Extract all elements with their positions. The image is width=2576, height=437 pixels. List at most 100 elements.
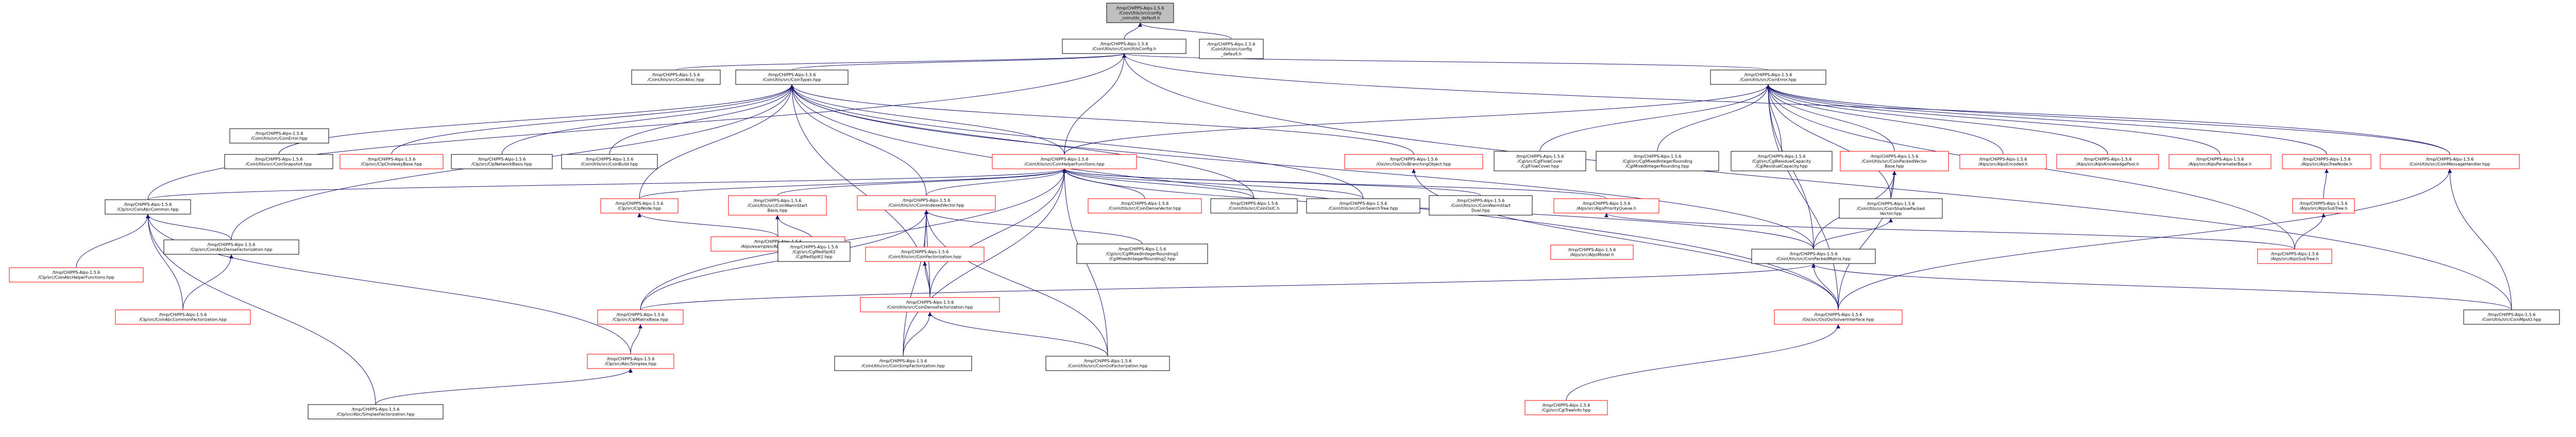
node-box <box>229 128 329 144</box>
node-cglratio[interactable]: /tmp/CHiPPS-Alps-1.5.6/Cgl/src/CglRedSpl… <box>777 241 851 262</box>
node-label-line: /Alps/src/AlpsTreeNode.h <box>2301 162 2352 167</box>
edge-densefact-ozfact <box>928 311 1108 357</box>
node-box <box>1062 39 1187 54</box>
edge-coinerr2-alpsknow <box>1766 84 2108 155</box>
node-label-line: /CoinUtils/src/CoinSnapshot.hpp <box>246 162 312 167</box>
edge-cfg-clpmodelcommon <box>147 53 1126 200</box>
edge-cointypes-packedmatrix <box>790 84 1814 250</box>
node-label-line: /tmp/CHiPPS-Alps-1.5.6 <box>1516 154 1564 159</box>
node-label-line: /tmp/CHiPPS-Alps-1.5.6 <box>2300 201 2348 206</box>
node-clpmatrixbase[interactable]: /tmp/CHiPPS-Alps-1.5.6/Clp/src/ClpMatrix… <box>597 309 684 325</box>
node-label-line: /tmp/CHiPPS-Alps-1.5.6 <box>1084 359 1132 363</box>
node-label-line: /CoinUtils/src/CoinHelperFunctions.hpp <box>1024 162 1104 167</box>
node-box <box>1774 309 1903 325</box>
node-coinbuild[interactable]: /tmp/CHiPPS-Alps-1.5.6/CoinUtils/src/Coi… <box>561 154 658 169</box>
node-packedvecbase[interactable]: /tmp/CHiPPS-Alps-1.5.6/CoinUtils/src/Coi… <box>1840 151 1949 171</box>
node-helper[interactable]: /tmp/CHiPPS-Alps-1.5.6/CoinUtils/src/Coi… <box>992 154 1137 169</box>
node-label-line: /tmp/CHiPPS-Alps-1.5.6 <box>1230 201 1278 206</box>
node-label-line: /tmp/CHiPPS-Alps-1.5.6 <box>1340 201 1387 206</box>
node-warmstartbasis[interactable]: /tmp/CHiPPS-Alps-1.5.6/CoinUtils/src/Coi… <box>728 195 827 216</box>
edge-warmstartbasis-abcnodedesc <box>775 215 780 237</box>
node-coinfactor[interactable]: /tmp/CHiPPS-Alps-1.5.6/CoinUtils/src/Coi… <box>865 247 985 262</box>
node-coinerr2[interactable]: /tmp/CHiPPS-Alps-1.5.6/CoinUtils/src/Coi… <box>1710 69 1826 85</box>
node-label-line: /Osi/src/Osi/OsiBranchingObject.hpp <box>1377 162 1451 167</box>
edge-cointypes-searchtree <box>790 84 1364 199</box>
node-box <box>1959 154 2047 169</box>
node-cfg[interactable]: /tmp/CHiPPS-Alps-1.5.6/CoinUtils/src/Coi… <box>1062 39 1187 54</box>
node-root: /tmp/CHiPPS-Alps-1.5.6/Coin/Utils/src/co… <box>1106 3 1174 23</box>
node-box <box>2282 154 2371 169</box>
node-alpsmodel[interactable]: /tmp/CHiPPS-Alps-1.5.6/Alps/src/AlpsMode… <box>1550 244 1634 260</box>
node-clpcholesky[interactable]: /tmp/CHiPPS-Alps-1.5.6/Clp/src/ClpCholes… <box>340 154 444 169</box>
node-label-line: /CoinUtils/src/CoinOslC.h <box>1229 206 1280 211</box>
node-abcdense[interactable]: /tmp/CHiPPS-Alps-1.5.6/Clp/src/CoinAbcDe… <box>163 239 299 255</box>
node-label-line: /CoinUtils/src/CoinUtilsConfig.h <box>1092 47 1156 51</box>
node-cglmixed2[interactable]: /tmp/CHiPPS-Alps-1.5.6/Cgl/src/CglMixedI… <box>1076 243 1208 264</box>
node-cglresidual[interactable]: /tmp/CHiPPS-Alps-1.5.6/Cgl/src/CglResidu… <box>1731 151 1833 171</box>
edge-coinerr2-osisolver <box>1766 84 1839 310</box>
node-abcsimplexfact[interactable]: /tmp/CHiPPS-Alps-1.5.6/Clp/src/Abc/Simpl… <box>308 404 444 419</box>
node-clpmodelcommon[interactable]: /tmp/CHiPPS-Alps-1.5.6/Clp/src/CoinAbcCo… <box>105 199 191 215</box>
node-clpnetwork[interactable]: /tmp/CHiPPS-Alps-1.5.6/Clp/src/ClpNetwor… <box>451 154 553 169</box>
node-alpssubtree2[interactable]: /tmp/CHiPPS-Alps-1.5.6/Alps/src/AlpsSubT… <box>2257 249 2332 264</box>
node-commonfact[interactable]: /tmp/CHiPPS-Alps-1.5.6/Clp/src/CoinAbcCo… <box>115 309 251 325</box>
node-alpsencoded[interactable]: /tmp/CHiPPS-Alps-1.5.6/Alps/src/AlpsEnco… <box>1959 154 2047 169</box>
node-cfgdef[interactable]: /tmp/CHiPPS-Alps-1.5.6/CoinUtils/src/con… <box>1199 39 1264 59</box>
node-coinalloc[interactable]: /tmp/CHiPPS-Alps-1.5.6/CoinUtils/src/Coi… <box>631 69 721 85</box>
node-shallowpacked[interactable]: /tmp/CHiPPS-Alps-1.5.6/CoinUtils/src/Coi… <box>1839 198 1943 219</box>
node-warmstartdual[interactable]: /tmp/CHiPPS-Alps-1.5.6/CoinUtils/src/Coi… <box>1429 195 1533 216</box>
edge-alpssubtree-alpssubtree2 <box>2294 213 2326 250</box>
node-label-line: /CoinUtils/src/CoinWarmStart <box>748 203 807 208</box>
node-label-line: /tmp/CHiPPS-Alps-1.5.6 <box>754 198 802 203</box>
node-alpsparam[interactable]: /tmp/CHiPPS-Alps-1.5.6/Alps/src/AlpsPara… <box>2168 154 2272 169</box>
node-clpnode[interactable]: /tmp/CHiPPS-Alps-1.5.6/Clp/src/ClpNode.h… <box>600 198 679 214</box>
node-box <box>1839 198 1943 219</box>
edge-packedvecbase-osisolver <box>1838 170 1896 310</box>
edge-coinerr2-alpsparam <box>1766 84 2221 155</box>
node-searchtree[interactable]: /tmp/CHiPPS-Alps-1.5.6/CoinUtils/src/Coi… <box>1306 198 1420 214</box>
node-alpssubtree[interactable]: /tmp/CHiPPS-Alps-1.5.6/Alps/src/AlpsSubT… <box>2292 198 2355 214</box>
node-label-line: /tmp/CHiPPS-Alps-1.5.6 <box>617 312 665 317</box>
node-indexedvector[interactable]: /tmp/CHiPPS-Alps-1.5.6/CoinUtils/src/Coi… <box>857 195 996 211</box>
node-box <box>1751 249 1876 264</box>
node-alpsknow[interactable]: /tmp/CHiPPS-Alps-1.5.6/Alps/src/AlpsKnow… <box>2056 154 2159 169</box>
node-coinmpsio[interactable]: /tmp/CHiPPS-Alps-1.5.6/CoinUtils/src/Coi… <box>2463 309 2560 325</box>
node-box <box>857 195 996 211</box>
node-label-line: Dual.hpp <box>1471 208 1490 213</box>
node-label-line: /tmp/CHiPPS-Alps-1.5.6 <box>124 202 172 207</box>
node-abcsimplex[interactable]: /tmp/CHiPPS-Alps-1.5.6/Clp/src/Abc/Simpl… <box>587 354 674 369</box>
node-cglmixed[interactable]: /tmp/CHiPPS-Alps-1.5.6/Cgl/src/CglMixedI… <box>1596 151 1719 171</box>
node-coinerror[interactable]: /tmp/CHiPPS-Alps-1.5.6/CoinUtils/src/Coi… <box>229 128 329 144</box>
node-packedmatrix[interactable]: /tmp/CHiPPS-Alps-1.5.6/CoinUtils/src/Coi… <box>1751 249 1876 264</box>
node-densefact[interactable]: /tmp/CHiPPS-Alps-1.5.6/CoinUtils/src/Coi… <box>860 297 1000 312</box>
node-ozfact[interactable]: /tmp/CHiPPS-Alps-1.5.6/CoinUtils/src/Coi… <box>1045 356 1170 371</box>
edge-cfg-coinmpsio <box>1122 53 2512 310</box>
node-label-line: /CglMixedIntegerRounding2.hpp <box>1109 256 1176 261</box>
node-cointypes[interactable]: /tmp/CHiPPS-Alps-1.5.6/CoinUtils/src/Coi… <box>735 69 849 85</box>
node-cgltreeinfo[interactable]: /tmp/CHiPPS-Alps-1.5.6/Cgl/src/CglTreeIn… <box>1524 400 1608 415</box>
node-coinosic[interactable]: /tmp/CHiPPS-Alps-1.5.6/CoinUtils/src/Coi… <box>1210 198 1298 214</box>
node-label-line: /CglMixedIntegerRounding.hpp <box>1625 164 1689 168</box>
node-coinsnapshot[interactable]: /tmp/CHiPPS-Alps-1.5.6/CoinUtils/src/Coi… <box>224 154 333 169</box>
node-label-line: /tmp/CHiPPS-Alps-1.5.6 <box>1568 248 1616 252</box>
node-osidrawing[interactable]: /tmp/CHiPPS-Alps-1.5.6/Osi/src/Osi/OsiBr… <box>1344 154 1483 169</box>
node-label-line: /tmp/CHiPPS-Alps-1.5.6 <box>768 73 816 77</box>
node-alpstreenode[interactable]: /tmp/CHiPPS-Alps-1.5.6/Alps/src/AlpsTree… <box>2282 154 2371 169</box>
node-cglflow[interactable]: /tmp/CHiPPS-Alps-1.5.6/Cgl/src/CglFlowCo… <box>1494 151 1586 171</box>
node-abchelper[interactable]: /tmp/CHiPPS-Alps-1.5.6/Clp/src/CoinAbcHe… <box>9 267 144 283</box>
node-simpfact[interactable]: /tmp/CHiPPS-Alps-1.5.6/CoinUtils/src/Coi… <box>834 356 972 371</box>
node-label-line: /CoinUtils/src/config <box>1211 47 1252 51</box>
node-alpspriority[interactable]: /tmp/CHiPPS-Alps-1.5.6/Alps/src/AlpsPrio… <box>1553 198 1659 214</box>
node-label-line: /Cgl/src/CglRedSplit2 <box>792 250 836 254</box>
node-label-line: /tmp/CHiPPS-Alps-1.5.6 <box>1634 154 1682 159</box>
node-label-line: /tmp/CHiPPS-Alps-1.5.6 <box>1390 157 1438 162</box>
node-densevec[interactable]: /tmp/CHiPPS-Alps-1.5.6/CoinUtils/src/Coi… <box>1088 198 1202 214</box>
node-label-line: /tmp/CHiPPS-Alps-1.5.6 <box>2196 157 2244 162</box>
node-msghandler[interactable]: /tmp/CHiPPS-Alps-1.5.6/CoinUtils/src/Coi… <box>2380 154 2520 169</box>
node-label-line: /Alps/src/AlpsKnowledgePool.h <box>2076 162 2139 167</box>
node-osisolver[interactable]: /tmp/CHiPPS-Alps-1.5.6/Osi/src/Osi/OsiSo… <box>1774 309 1903 325</box>
node-label-line: /tmp/CHiPPS-Alps-1.5.6 <box>352 407 400 412</box>
node-box <box>105 199 191 215</box>
node-box <box>1344 154 1483 169</box>
edge-helper-clpnode <box>639 168 1066 199</box>
